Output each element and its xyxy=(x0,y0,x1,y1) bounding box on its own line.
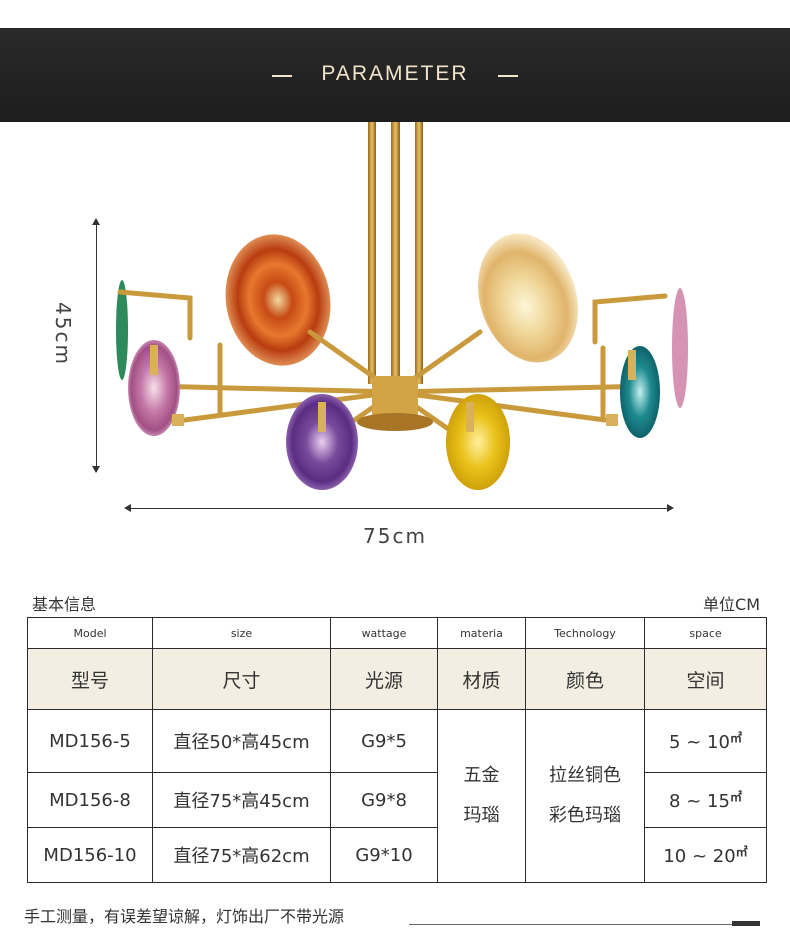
model-cell: MD156-10 xyxy=(27,827,153,883)
arrow-left-icon xyxy=(124,504,131,512)
space-value: 8 ~ 15 xyxy=(669,791,730,812)
header-en-model: Model xyxy=(27,617,153,649)
header-cn-color: 颜色 xyxy=(525,648,645,710)
table-row: MD156-10 直径75*高62cm G9*10 10 ~ 20㎡ xyxy=(27,827,767,883)
arrow-up-icon xyxy=(92,218,100,225)
color-cell: 拉丝铜色 彩色玛瑙 xyxy=(525,709,645,883)
header-cn-space: 空间 xyxy=(644,648,767,710)
footnote: 手工测量，有误差望谅解，灯饰出厂不带光源 xyxy=(24,907,345,926)
material-cell: 五金 玛瑙 xyxy=(437,709,526,883)
size-cell: 直径75*高45cm xyxy=(152,772,331,828)
title-dash-left xyxy=(272,75,292,77)
model-cell: MD156-8 xyxy=(27,772,153,828)
model-cell: MD156-5 xyxy=(27,709,153,773)
width-dimension-line xyxy=(126,508,671,509)
unit-label: 单位CM xyxy=(703,595,760,614)
title-banner xyxy=(0,28,790,122)
arrow-down-icon xyxy=(92,466,100,473)
material-line: 五金 xyxy=(463,765,500,786)
width-label: 75cm xyxy=(363,524,427,548)
table-row: MD156-5 直径50*高45cm G9*5 五金 玛瑙 拉丝铜色 彩色玛瑙 … xyxy=(27,709,767,883)
header-row-en: Model size wattage materia Technology sp… xyxy=(27,617,767,649)
space-cell: 5 ~ 10㎡ xyxy=(644,709,767,773)
header-en-space: space xyxy=(644,617,767,649)
wattage-cell: G9*5 xyxy=(330,709,438,773)
height-dimension-line xyxy=(96,222,97,472)
title-dash-right xyxy=(498,75,518,77)
header-cn-material: 材质 xyxy=(437,648,526,710)
height-label: 45cm xyxy=(51,302,75,366)
space-value: 5 ~ 10 xyxy=(669,732,730,753)
arrow-right-icon xyxy=(667,504,674,512)
spec-table: Model size wattage materia Technology sp… xyxy=(27,617,767,883)
size-cell: 直径50*高45cm xyxy=(152,709,331,773)
table-row: MD156-8 直径75*高45cm G9*8 8 ~ 15㎡ xyxy=(27,772,767,828)
square-meter-unit: ㎡ xyxy=(729,731,742,745)
wattage-cell: G9*8 xyxy=(330,772,438,828)
header-row-cn: 型号 尺寸 光源 材质 颜色 空间 xyxy=(27,648,767,710)
header-en-material: materia xyxy=(437,617,526,649)
basic-info-label: 基本信息 xyxy=(32,595,97,614)
material-line: 玛瑙 xyxy=(463,805,500,826)
header-cn-wattage: 光源 xyxy=(330,648,438,710)
square-meter-unit: ㎡ xyxy=(735,845,748,859)
space-value: 10 ~ 20 xyxy=(663,846,736,867)
product-image xyxy=(116,122,688,490)
size-cell: 直径75*高62cm xyxy=(152,827,331,883)
header-en-size: size xyxy=(152,617,331,649)
banner-title: PARAMETER xyxy=(321,62,469,85)
header-en-technology: Technology xyxy=(525,617,645,649)
header-en-wattage: wattage xyxy=(330,617,438,649)
footnote-accent-bar xyxy=(732,921,760,926)
footnote-divider xyxy=(409,924,760,925)
color-line: 拉丝铜色 xyxy=(549,765,621,786)
wattage-cell: G9*10 xyxy=(330,827,438,883)
header-cn-size: 尺寸 xyxy=(152,648,331,710)
color-line: 彩色玛瑙 xyxy=(549,805,621,826)
space-cell: 8 ~ 15㎡ xyxy=(644,772,767,828)
square-meter-unit: ㎡ xyxy=(729,790,742,804)
space-cell: 10 ~ 20㎡ xyxy=(644,827,767,883)
header-cn-model: 型号 xyxy=(27,648,153,710)
